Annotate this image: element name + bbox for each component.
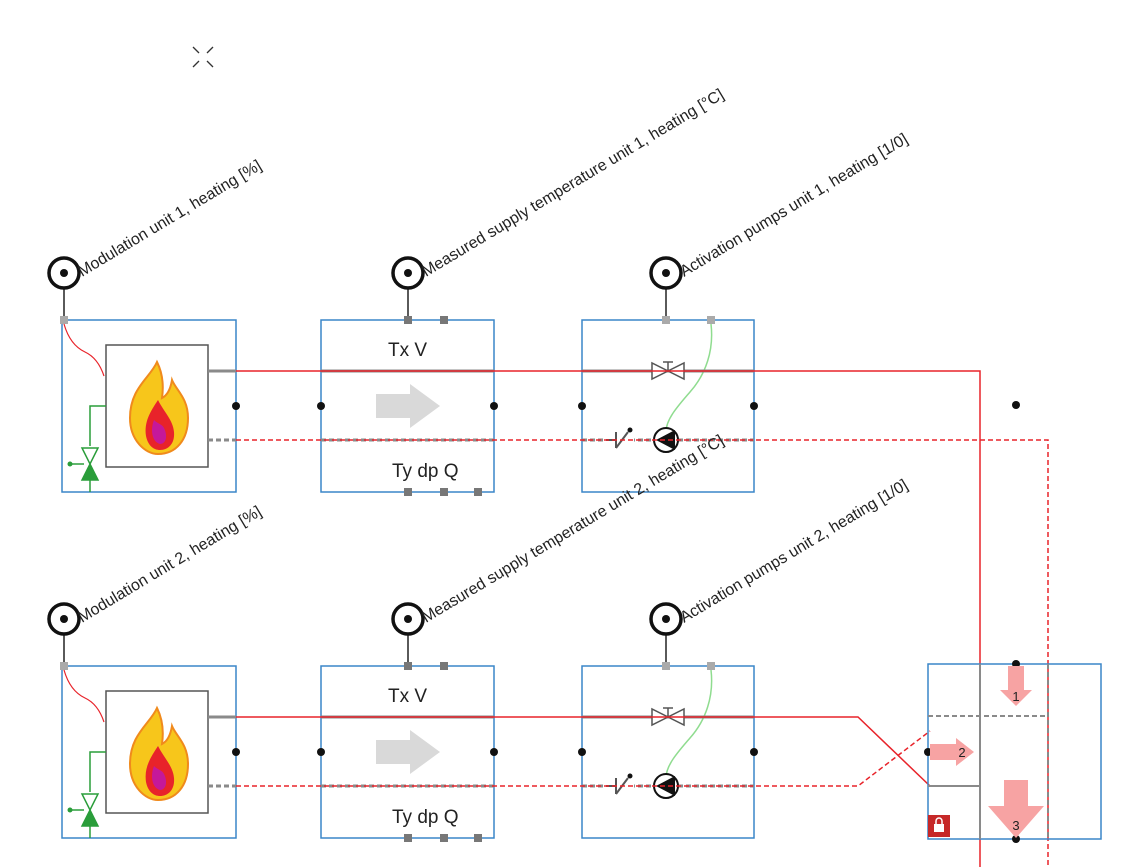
label-modulation-1: Modulation unit 1, heating [%] [75, 157, 264, 280]
flame-icon [128, 705, 190, 802]
distributor-block[interactable]: 1 2 3 [924, 660, 1102, 843]
label-pumps-1: Activation pumps unit 1, heating [1/0] [677, 131, 911, 281]
pump-block-1[interactable] [578, 316, 758, 493]
pump-block-2[interactable] [578, 662, 758, 839]
port-arrow-3: 3 [988, 780, 1044, 838]
connector-supply-temp-2[interactable] [391, 602, 425, 664]
lock-icon[interactable] [928, 815, 950, 837]
sensor-bottom-labels-1: Ty dp Q [392, 461, 459, 482]
port-arrow-1: 1 [1000, 666, 1032, 706]
crosshair-icon [192, 46, 214, 68]
label-pumps-2: Activation pumps unit 2, heating [1/0] [677, 477, 911, 627]
port-arrow-2: 2 [930, 738, 974, 766]
valve-icon [67, 447, 100, 492]
connector-modulation-1[interactable] [47, 256, 81, 318]
sensor-top-labels-1: Tx V [388, 340, 427, 361]
sensor-bottom-labels-2: Ty dp Q [392, 807, 459, 828]
label-supply-temp-1: Measured supply temperature unit 1, heat… [419, 86, 727, 280]
port-label-3: 3 [1012, 818, 1019, 833]
flow-arrow-icon [376, 384, 440, 428]
flow-arrow-icon [376, 730, 440, 774]
unit-2: Modulation unit 2, heating [%] Measured … [47, 432, 980, 842]
sensor-block-1[interactable]: Tx V Ty dp Q [317, 316, 498, 496]
pump-icon [653, 773, 679, 799]
connector-pumps-2[interactable] [649, 602, 683, 664]
label-modulation-2: Modulation unit 2, heating [%] [75, 503, 264, 626]
port-label-2: 2 [958, 745, 965, 760]
flame-icon [128, 359, 190, 456]
port-label-1: 1 [1012, 689, 1019, 704]
connector-modulation-2[interactable] [47, 602, 81, 664]
sensor-block-2[interactable]: Tx V Ty dp Q [317, 662, 498, 842]
boiler-block-2[interactable] [60, 662, 240, 839]
boiler-block-1[interactable] [60, 316, 240, 493]
connector-pumps-1[interactable] [649, 256, 683, 318]
pump-icon [653, 427, 679, 453]
sensor-top-labels-2: Tx V [388, 686, 427, 707]
valve-icon [67, 793, 100, 838]
connector-supply-temp-1[interactable] [391, 256, 425, 318]
label-supply-temp-2: Measured supply temperature unit 2, heat… [419, 432, 727, 626]
